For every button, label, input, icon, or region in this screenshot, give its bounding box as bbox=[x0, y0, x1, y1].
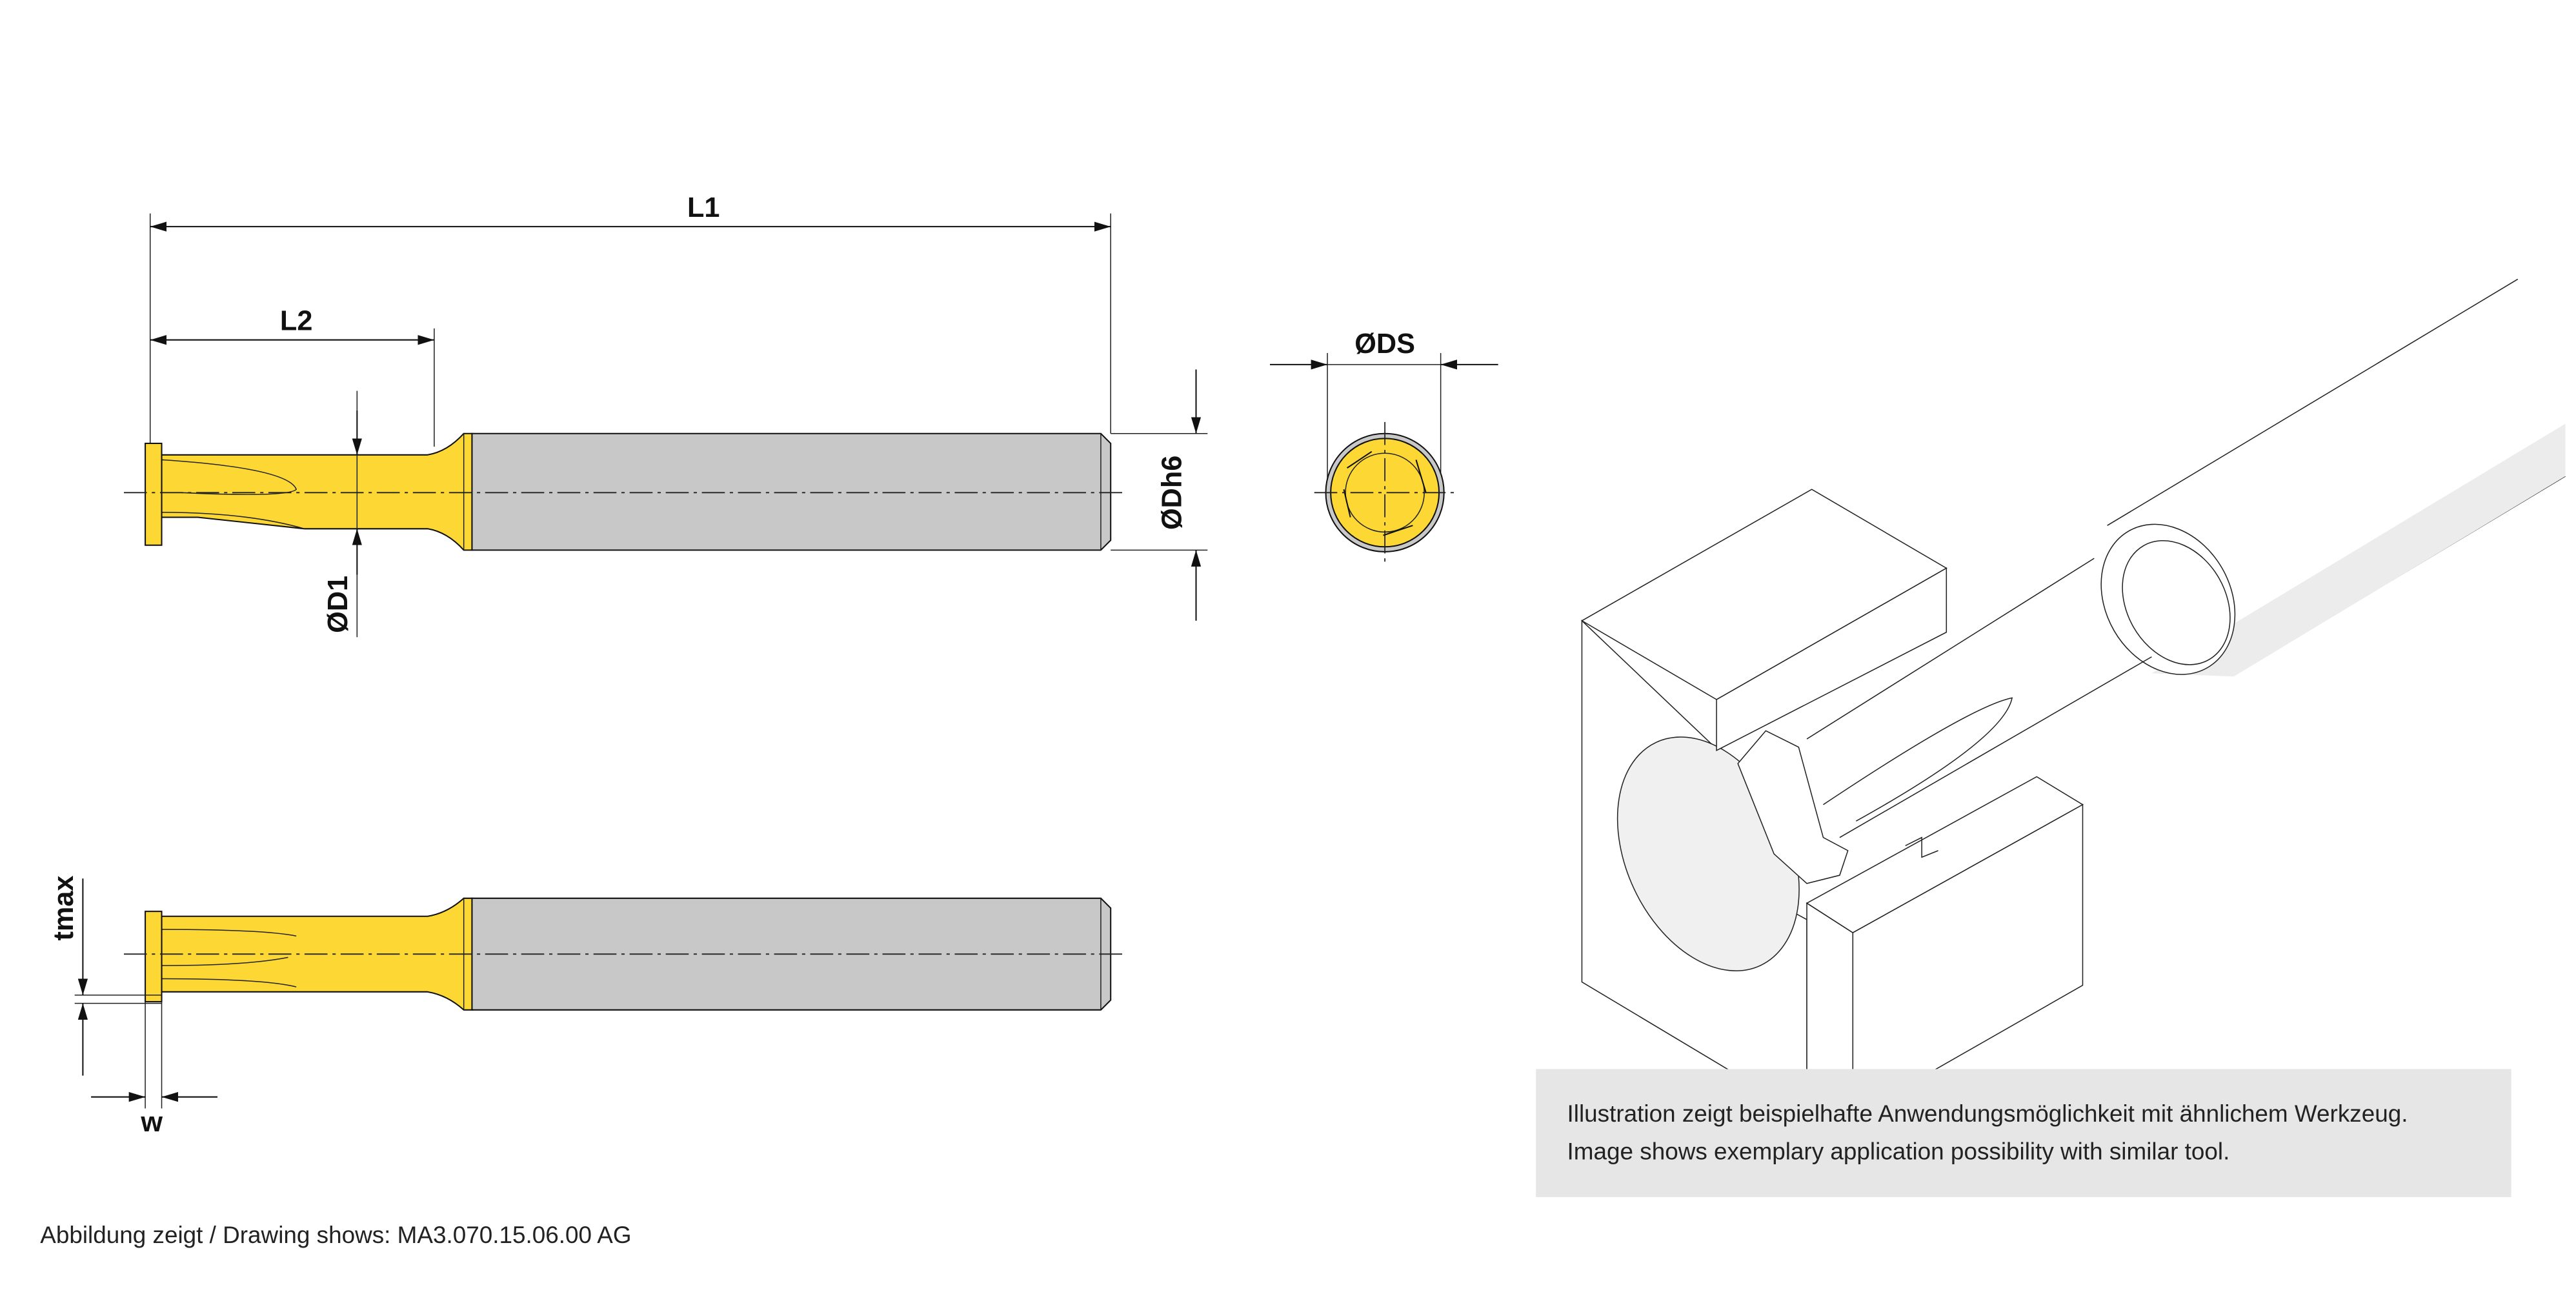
cutter-head bbox=[1737, 730, 1849, 884]
caption-line-de: Illustration zeigt beispielhafte Anwendu… bbox=[1567, 1100, 2408, 1127]
shank-collar-inner bbox=[2122, 540, 2231, 665]
cutter-disk bbox=[145, 911, 163, 1003]
label-l1: L1 bbox=[687, 192, 719, 223]
flute bbox=[161, 512, 305, 530]
tool-neck bbox=[161, 432, 473, 551]
caption-box: Illustration zeigt beispielhafte Anwendu… bbox=[1536, 1069, 2511, 1197]
side-view-bottom: tmax w bbox=[48, 876, 1124, 1138]
upper-block-top bbox=[1580, 489, 1947, 700]
shank-collar bbox=[2100, 523, 2236, 675]
label-tmax: tmax bbox=[48, 876, 79, 941]
flute bbox=[1823, 697, 2013, 822]
groove-profile bbox=[1905, 836, 1938, 858]
label-l2: L2 bbox=[280, 305, 312, 336]
caption-background bbox=[1536, 1069, 2511, 1197]
drawing-reference: Abbildung zeigt / Drawing shows: MA3.070… bbox=[40, 1222, 631, 1248]
label-dh6: ØDh6 bbox=[1157, 456, 1188, 530]
cutter-teeth bbox=[1343, 450, 1427, 536]
flute bbox=[161, 929, 297, 987]
label-d1: ØD1 bbox=[323, 576, 354, 633]
end-view: ØDS bbox=[1270, 329, 1498, 563]
shank-highlight bbox=[2151, 423, 2566, 677]
caption-line-en: Image shows exemplary application possib… bbox=[1567, 1138, 2230, 1164]
cutter-disk bbox=[145, 442, 163, 546]
tool-shank bbox=[471, 432, 1112, 551]
upper-block-side bbox=[1716, 567, 1947, 752]
label-ds: ØDS bbox=[1354, 329, 1415, 359]
application-illustration bbox=[1580, 278, 2566, 1118]
side-view-top: L1 L2 ØD1 ØDh6 bbox=[124, 192, 1208, 638]
label-w: w bbox=[140, 1107, 163, 1138]
flute bbox=[161, 459, 297, 495]
tool-neck-outline bbox=[1806, 558, 2152, 838]
